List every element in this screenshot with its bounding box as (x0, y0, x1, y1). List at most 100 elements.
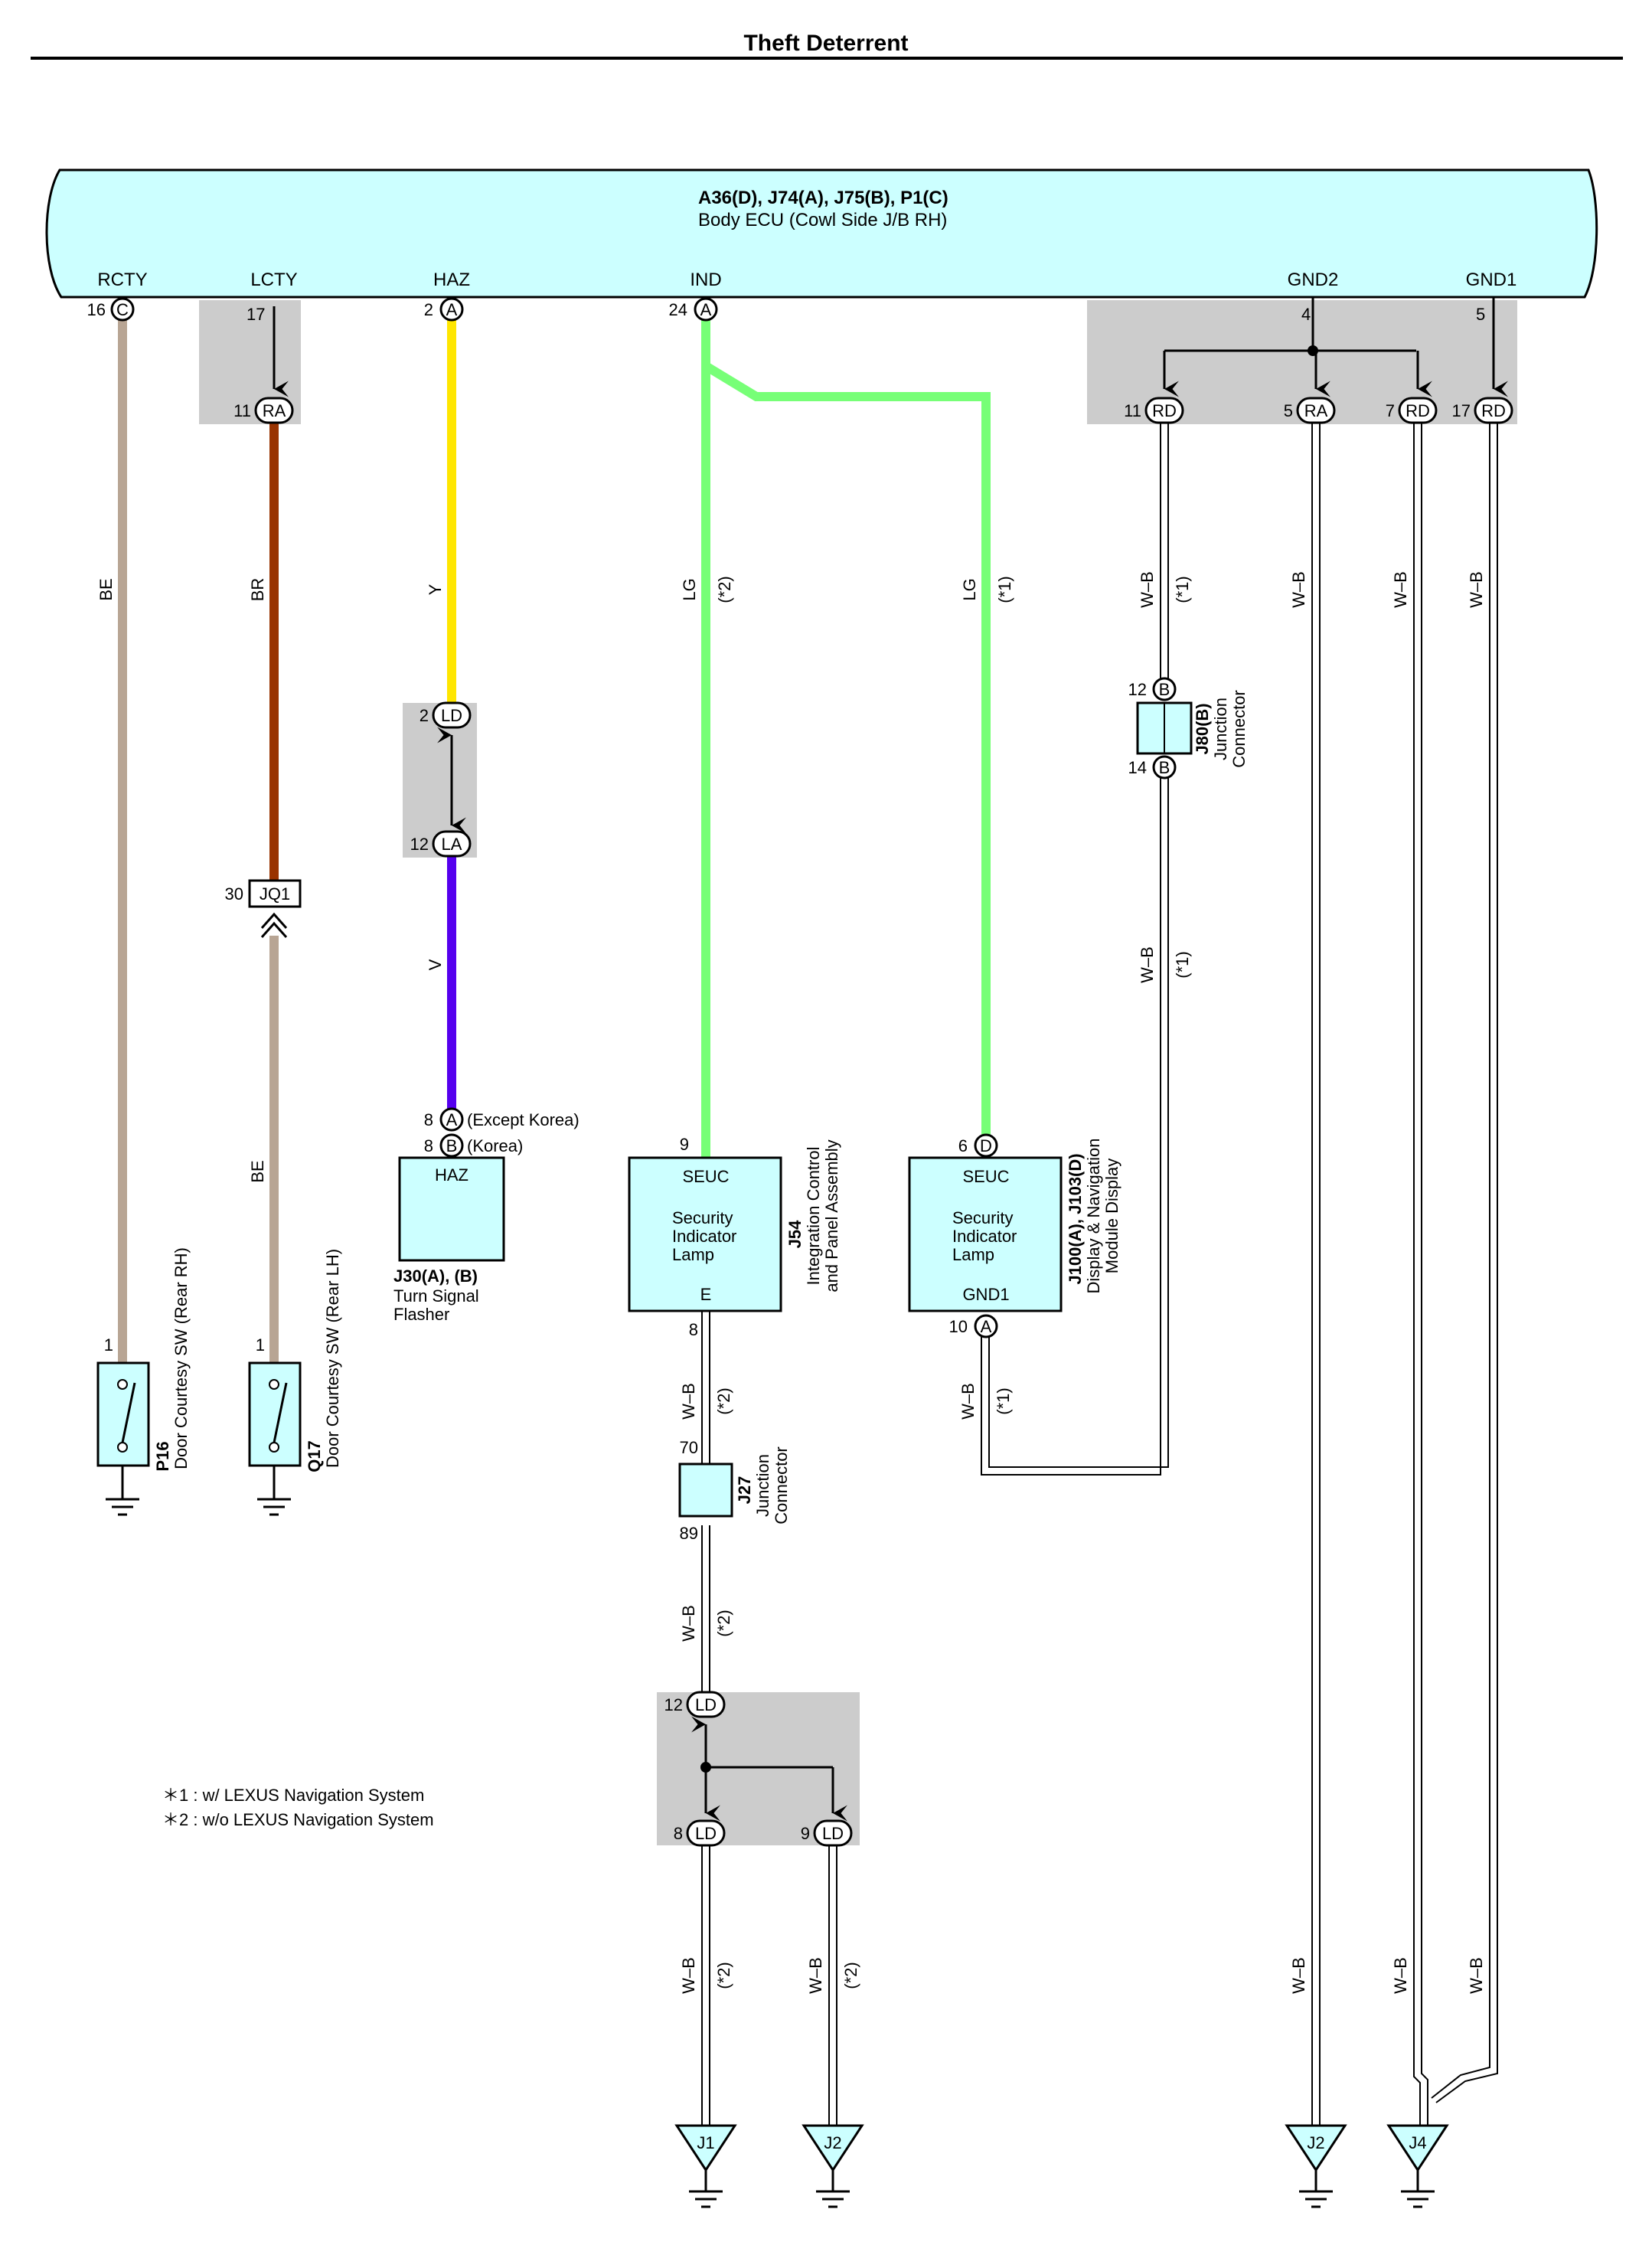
svg-text:E: E (700, 1285, 712, 1304)
term-gnd1-label: GND1 (1466, 270, 1517, 290)
ground-j1: J1 (674, 2124, 737, 2208)
svg-text:LD: LD (695, 1695, 717, 1714)
svg-text:LA: LA (442, 835, 462, 854)
svg-text:10: 10 (949, 1317, 968, 1336)
term-rcty-label: RCTY (97, 270, 147, 290)
j27-junction-connector: 70 89 J27 Junction Connector (678, 1438, 791, 1543)
svg-text:B: B (1159, 758, 1170, 777)
svg-text:V: V (426, 959, 445, 970)
svg-text:Security: Security (672, 1208, 733, 1227)
svg-text:RD: RD (1481, 401, 1506, 420)
svg-text:70: 70 (680, 1438, 698, 1457)
pill-connectors: RA 11 RD 11 RA 5 RD 7 RD 17 LD 2 (233, 397, 1513, 1847)
lcty-pin: 17 (246, 305, 265, 324)
svg-text:A: A (981, 1317, 992, 1336)
svg-text:6: 6 (958, 1136, 968, 1155)
svg-text:and Panel Assembly: and Panel Assembly (822, 1139, 841, 1292)
svg-text:(*1): (*1) (995, 576, 1014, 603)
svg-text:(*1): (*1) (1173, 951, 1192, 978)
svg-text:J54: J54 (785, 1220, 805, 1248)
svg-text:C: C (116, 300, 129, 319)
svg-text:Door Courtesy SW (Rear RH): Door Courtesy SW (Rear RH) (171, 1247, 191, 1469)
svg-text:8: 8 (674, 1824, 683, 1843)
svg-text:LG: LG (680, 578, 699, 600)
svg-text:(*2): (*2) (714, 1387, 733, 1414)
svg-text:(Korea): (Korea) (467, 1136, 523, 1155)
wire-ind-lg-right (703, 361, 991, 1135)
legend-note-2: ＊2 : w/o LEXUS Navigation System (162, 1810, 434, 1829)
svg-text:W–B: W–B (958, 1383, 978, 1420)
svg-text:BR: BR (248, 578, 267, 602)
ecu-pins: C 16 A 2 A 24 (87, 297, 718, 322)
svg-text:A: A (446, 1110, 458, 1129)
legend: ＊1 : w/ LEXUS Navigation System ＊2 : w/o… (162, 1786, 434, 1829)
svg-text:Connector: Connector (772, 1446, 791, 1525)
ground-j4: J4 (1386, 2124, 1449, 2208)
ld-splice (691, 1716, 847, 1822)
svg-text:W–B: W–B (1391, 571, 1410, 608)
svg-text:89: 89 (680, 1524, 698, 1543)
svg-text:2: 2 (424, 300, 433, 319)
svg-text:(*2): (*2) (841, 1962, 860, 1989)
svg-text:Junction: Junction (753, 1454, 772, 1517)
svg-text:12: 12 (410, 835, 429, 854)
svg-text:24: 24 (669, 300, 687, 319)
svg-text:LG: LG (960, 578, 979, 600)
svg-text:W–B: W–B (679, 1957, 698, 1994)
svg-text:30: 30 (225, 884, 243, 904)
svg-text:1: 1 (104, 1335, 113, 1355)
connector-jq1: JQ1 30 (225, 879, 302, 938)
svg-text:(*2): (*2) (715, 576, 734, 603)
svg-text:Display & Navigation: Display & Navigation (1084, 1139, 1103, 1294)
svg-text:J2: J2 (824, 2133, 841, 2152)
body-ecu: A36(D), J74(A), J75(B), P1(C) Body ECU (… (45, 168, 1598, 299)
svg-text:J1: J1 (697, 2133, 714, 2152)
svg-text:Connector: Connector (1229, 690, 1249, 768)
svg-text:Junction: Junction (1211, 698, 1230, 760)
svg-text:B: B (446, 1136, 458, 1155)
svg-text:2: 2 (420, 706, 429, 725)
term-haz-label: HAZ (433, 270, 470, 290)
svg-text:17: 17 (1452, 401, 1471, 420)
svg-text:(Except Korea): (Except Korea) (467, 1110, 580, 1129)
svg-text:LD: LD (695, 1824, 717, 1843)
svg-text:Lamp: Lamp (952, 1245, 994, 1264)
svg-text:Q17: Q17 (305, 1440, 324, 1472)
svg-text:8: 8 (424, 1110, 433, 1129)
q17-door-courtesy-switch: 1 Q17 Door Courtesy SW (Rear LH) (248, 1249, 342, 1516)
svg-text:(*1): (*1) (1173, 576, 1192, 603)
gnd2-splice (273, 297, 1508, 397)
gnd2-splice-dot (1308, 345, 1318, 356)
svg-text:J4: J4 (1409, 2133, 1426, 2152)
svg-text:W–B: W–B (679, 1605, 698, 1642)
svg-text:W–B: W–B (1289, 571, 1308, 608)
svg-text:5: 5 (1284, 401, 1293, 420)
svg-text:Indicator: Indicator (672, 1227, 736, 1246)
svg-text:14: 14 (1128, 758, 1147, 777)
ecu-code: A36(D), J74(A), J75(B), P1(C) (698, 188, 948, 208)
page-title: Theft Deterrent (743, 31, 908, 56)
svg-text:LD: LD (822, 1824, 844, 1843)
legend-note-1: ＊1 : w/ LEXUS Navigation System (162, 1786, 424, 1805)
svg-text:W–B: W–B (1391, 1957, 1410, 1994)
svg-text:9: 9 (801, 1824, 810, 1843)
svg-text:J2: J2 (1307, 2133, 1324, 2152)
term-lcty-label: LCTY (250, 270, 297, 290)
svg-text:A: A (446, 300, 458, 319)
svg-text:BE: BE (96, 578, 116, 600)
term-ind-label: IND (690, 270, 721, 290)
connector-ra-lcty: RA 11 (233, 397, 294, 424)
svg-text:12: 12 (1128, 680, 1147, 699)
svg-text:A: A (700, 300, 712, 319)
svg-text:(*2): (*2) (714, 1962, 733, 1989)
j80-junction-connector: B 12 B 14 J80(B) Junction Connector (1128, 677, 1249, 779)
svg-text:9: 9 (680, 1135, 689, 1154)
svg-text:Security: Security (952, 1208, 1013, 1227)
svg-text:J100(A), J103(D): J100(A), J103(D) (1066, 1153, 1085, 1284)
ground-j2-right: J2 (1285, 2124, 1347, 2208)
svg-text:SEUC: SEUC (682, 1167, 729, 1186)
svg-text:JQ1: JQ1 (260, 884, 290, 904)
svg-text:W–B: W–B (1289, 1957, 1308, 1994)
connector-ld9: LD 9 (801, 1819, 853, 1847)
